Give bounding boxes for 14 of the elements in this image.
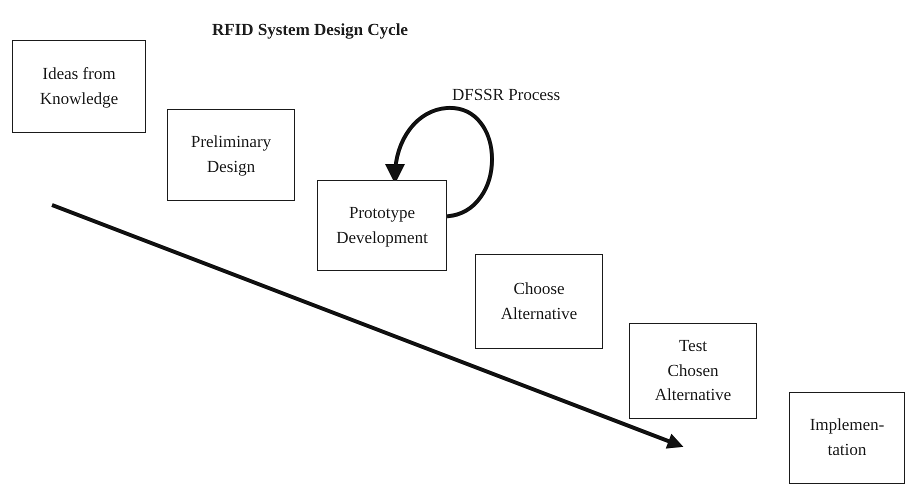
step-box	[629, 323, 757, 419]
step-label: Implemen- tation	[808, 414, 886, 461]
step-label: Test Chosen Alternative	[654, 335, 732, 406]
step-box	[475, 254, 603, 349]
diagram-title: RFID System Design Cycle	[211, 20, 409, 40]
step-box	[317, 180, 447, 271]
step-box	[12, 40, 146, 133]
step-label: Prototype Development	[335, 202, 429, 249]
loop-arrow	[386, 106, 494, 218]
step-label: Preliminary Design	[190, 131, 272, 178]
step-label: Choose Alternative	[500, 278, 578, 324]
step-box	[167, 109, 295, 201]
step-label: Ideas from Knowledge	[38, 62, 120, 110]
step-box	[789, 392, 905, 484]
